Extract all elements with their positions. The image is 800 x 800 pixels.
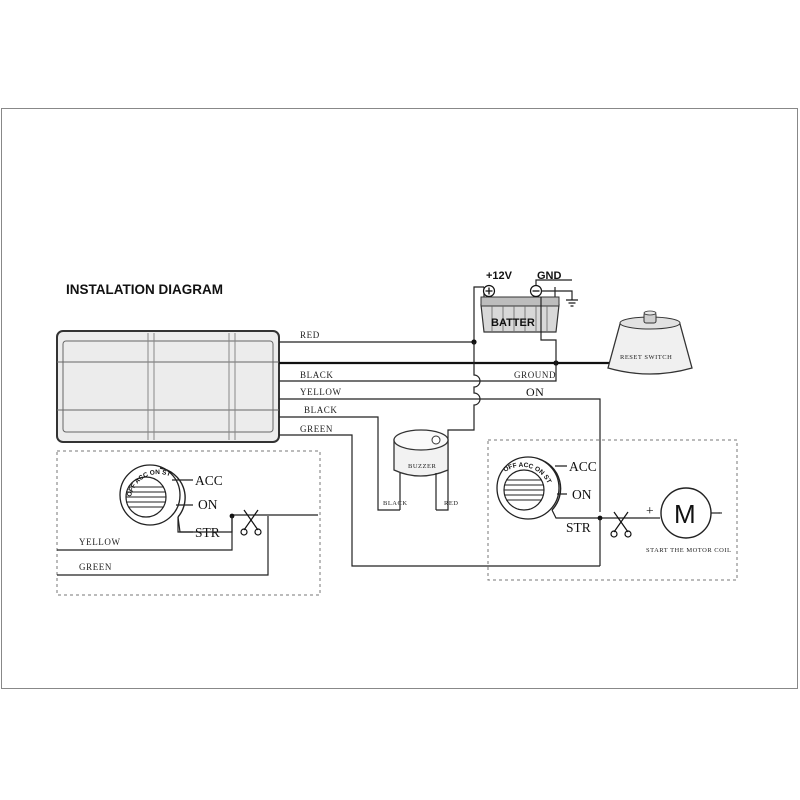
ground-icon bbox=[566, 299, 578, 307]
battery: BATTER bbox=[480, 284, 560, 333]
right-switch-box bbox=[487, 439, 738, 581]
wire-label-black2: BLACK bbox=[304, 405, 338, 415]
battery-plus-label: +12V bbox=[486, 270, 513, 282]
svg-text:M: M bbox=[674, 499, 696, 529]
left-acc-label: ACC bbox=[195, 473, 223, 488]
wire-left-yellow bbox=[57, 516, 233, 551]
left-on-label: ON bbox=[198, 497, 218, 512]
battery-label: BATTER bbox=[491, 317, 535, 329]
wire-label-yellow: YELLOW bbox=[300, 387, 342, 397]
right-cut-icon bbox=[610, 511, 632, 538]
control-module bbox=[56, 330, 280, 443]
wire-black-buzzer bbox=[279, 416, 400, 511]
wire-label-ground: GROUND bbox=[514, 370, 556, 380]
reset-switch-label: RESET SWITCH bbox=[620, 354, 672, 361]
motor-caption: START THE MOTOR COIL bbox=[646, 547, 731, 554]
buzzer-red-label: RED bbox=[444, 500, 459, 507]
svg-text:OFF ACC ON ST: OFF ACC ON ST bbox=[126, 469, 171, 498]
right-on-label: ON bbox=[572, 487, 592, 502]
buzzer-black-label: BLACK bbox=[383, 500, 408, 507]
wire-label-red: RED bbox=[300, 330, 320, 340]
wire-label-green: GREEN bbox=[300, 424, 333, 434]
right-key-switch-icon: OFF ACC ON ST bbox=[496, 456, 562, 520]
right-acc-label: ACC bbox=[569, 459, 597, 474]
battery-gnd-label: GND bbox=[537, 270, 562, 282]
motor-icon: M bbox=[648, 487, 720, 539]
wire-red-branch bbox=[436, 342, 481, 511]
wire-label-black: BLACK bbox=[300, 370, 334, 380]
motor-plus-label: + bbox=[646, 503, 654, 518]
reset-switch bbox=[607, 310, 693, 375]
wire-ground-riser bbox=[540, 297, 557, 363]
right-switch-leads bbox=[555, 465, 567, 495]
wire-green bbox=[279, 434, 600, 567]
wire-red bbox=[279, 286, 484, 343]
left-yellow-label: YELLOW bbox=[79, 537, 121, 547]
buzzer-label: BUZZER bbox=[408, 463, 436, 470]
motor-minus-label: - bbox=[718, 504, 723, 519]
wire-gnd bbox=[535, 279, 573, 300]
left-switch-leads bbox=[172, 479, 193, 533]
svg-text:OFF ACC ON ST: OFF ACC ON ST bbox=[502, 462, 552, 485]
left-green-label: GREEN bbox=[79, 562, 112, 572]
diagram-title: INSTALATION DIAGRAM bbox=[66, 282, 223, 297]
left-key-switch-icon: OFF ACC ON ST bbox=[119, 464, 186, 526]
wire-label-on: ON bbox=[526, 385, 544, 399]
wire-on bbox=[279, 398, 601, 512]
buzzer bbox=[393, 429, 449, 510]
wire-left-green bbox=[57, 516, 269, 576]
left-cut-icon bbox=[240, 509, 262, 536]
wire-ground bbox=[476, 363, 557, 382]
left-switch-box bbox=[56, 450, 321, 596]
right-str-label: STR bbox=[566, 520, 591, 535]
page-frame bbox=[1, 108, 798, 689]
